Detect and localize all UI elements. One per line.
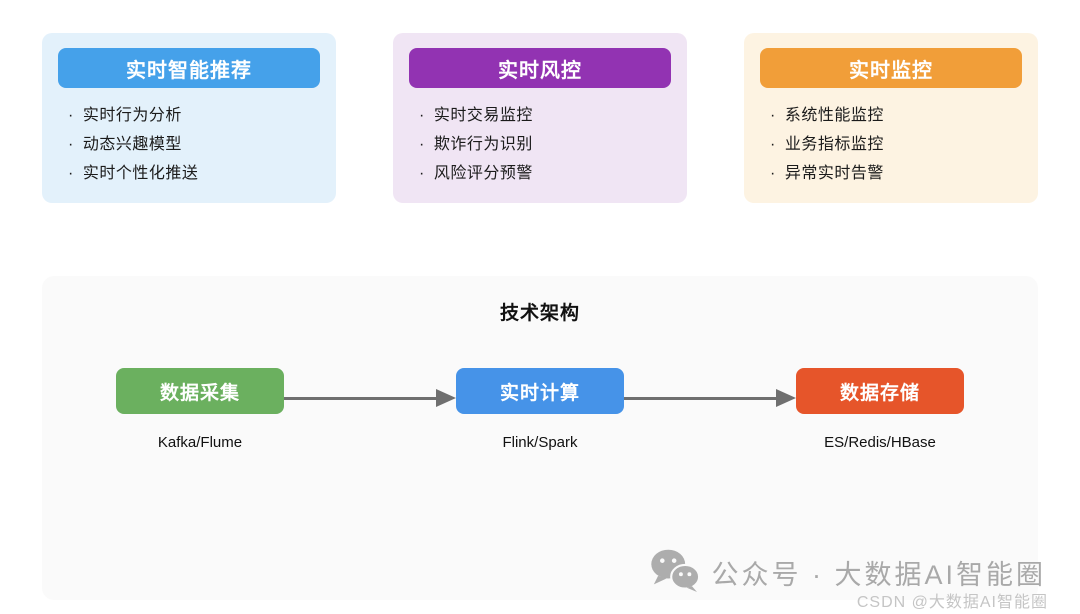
node-sublabel: Kafka/Flume: [157, 434, 243, 451]
arrow-shaft: [284, 396, 436, 400]
node-label: 实时计算: [456, 368, 624, 414]
node-label: 数据采集: [116, 368, 284, 414]
card-realtime-recommendation: 实时智能推荐 实时行为分析 动态兴趣模型 实时个性化推送: [42, 33, 336, 203]
flow-node-data-collection: 数据采集 Kafka/Flume: [116, 368, 284, 451]
architecture-flow: 数据采集 Kafka/Flume 实时计算 Flink/Spark 数据存储 E…: [116, 368, 964, 451]
arrow-right-icon: [284, 389, 456, 407]
arrow-head: [776, 389, 796, 407]
card-realtime-monitoring: 实时监控 系统性能监控 业务指标监控 异常实时告警: [744, 33, 1038, 203]
bullet-item: 异常实时告警: [770, 159, 1022, 188]
csdn-watermark-text: CSDN @大数据AI智能圈: [856, 594, 1048, 611]
flow-node-realtime-compute: 实时计算 Flink/Spark: [456, 368, 624, 451]
node-sublabel: Flink/Spark: [502, 434, 578, 451]
bullet-item: 风险评分预警: [419, 159, 671, 188]
card-bullet-list: 系统性能监控 业务指标监控 异常实时告警: [760, 101, 1022, 188]
arrow-head: [436, 389, 456, 407]
bullet-item: 实时行为分析: [68, 101, 320, 130]
arrow-right-icon: [624, 389, 796, 407]
card-title: 实时智能推荐: [58, 48, 320, 88]
bullet-item: 动态兴趣模型: [68, 130, 320, 159]
card-title: 实时风控: [409, 48, 671, 88]
node-label: 数据存储: [796, 368, 964, 414]
feature-cards-row: 实时智能推荐 实时行为分析 动态兴趣模型 实时个性化推送 实时风控 实时交易监控…: [0, 0, 1080, 203]
card-title: 实时监控: [760, 48, 1022, 88]
wechat-icon: [649, 548, 701, 597]
card-bullet-list: 实时行为分析 动态兴趣模型 实时个性化推送: [58, 101, 320, 188]
bullet-item: 系统性能监控: [770, 101, 1022, 130]
bullet-item: 业务指标监控: [770, 130, 1022, 159]
watermark-text: 公众号 · 大数据AI智能圈: [711, 560, 1046, 590]
bullet-item: 欺诈行为识别: [419, 130, 671, 159]
panel-title: 技术架构: [499, 303, 580, 324]
watermark: 公众号 · 大数据AI智能圈: [649, 548, 1046, 597]
card-realtime-risk-control: 实时风控 实时交易监控 欺诈行为识别 风险评分预警: [393, 33, 687, 203]
node-sublabel: ES/Redis/HBase: [824, 434, 936, 451]
card-bullet-list: 实时交易监控 欺诈行为识别 风险评分预警: [409, 101, 671, 188]
arrow-shaft: [624, 396, 776, 400]
bullet-item: 实时交易监控: [419, 101, 671, 130]
bullet-item: 实时个性化推送: [68, 159, 320, 188]
flow-node-data-storage: 数据存储 ES/Redis/HBase: [796, 368, 964, 451]
architecture-panel: 技术架构 数据采集 Kafka/Flume 实时计算 Flink/Spark 数…: [42, 276, 1038, 600]
